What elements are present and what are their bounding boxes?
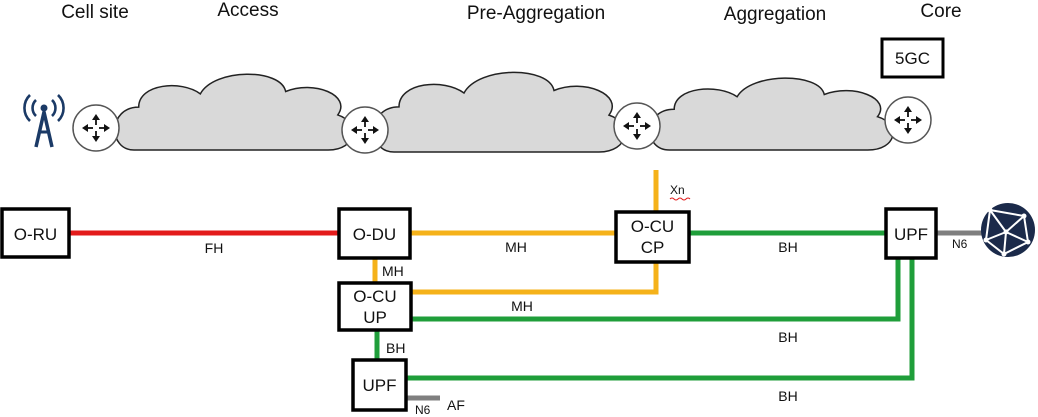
bh-edge-upf-label: BH: [778, 388, 797, 404]
o-du-box: O-DU: [337, 207, 412, 260]
o-cu-up-label-line1: O-CU: [353, 287, 396, 306]
mh-du-up-label: MH: [382, 263, 404, 279]
core-5gc-label: 5GC: [895, 49, 930, 68]
o-cu-cp-label-line1: O-CU: [631, 217, 674, 236]
routers: [72, 96, 932, 154]
internet-globe-icon: [981, 203, 1035, 257]
o-cu-cp-box: O-CU CP: [614, 210, 691, 264]
cell-tower-icon: [23, 94, 65, 148]
upf-core-box: UPF: [884, 207, 938, 260]
upf-edge-label: UPF: [363, 376, 397, 395]
router-icon-access: [341, 106, 389, 154]
segment-core-label: Core: [920, 1, 961, 22]
segment-aggregation-label: Aggregation: [724, 4, 826, 25]
backhaul-link-up-upf: [411, 258, 901, 322]
router-icon-core: [884, 96, 932, 144]
n6-edge-label: N6: [415, 403, 431, 417]
upf-edge-box: UPF: [351, 358, 408, 412]
bh-cp-upf-label: BH: [778, 239, 797, 255]
o-cu-up-box: O-CU UP: [337, 281, 413, 332]
o-cu-up-label-line2: UP: [363, 308, 387, 327]
midhaul-link-up-cp: [411, 262, 659, 295]
spellcheck-underline: [669, 197, 691, 201]
router-icon-pre-aggregation: [613, 102, 661, 150]
segment-cell-site-label: Cell site: [61, 2, 129, 23]
upf-core-label: UPF: [894, 225, 928, 244]
transport-clouds: [114, 71, 894, 153]
mh-du-cp-label: MH: [505, 239, 527, 255]
core-5gc-box: 5GC: [880, 37, 945, 79]
o-ru-label: O-RU: [14, 225, 57, 244]
n6-core-label: N6: [952, 237, 968, 251]
pre-aggregation-cloud: [373, 71, 626, 153]
links: [69, 170, 982, 401]
fh-label: FH: [205, 240, 224, 256]
o-du-label: O-DU: [353, 225, 396, 244]
bh-up-edge-label: BH: [386, 340, 405, 356]
segment-access-label: Access: [217, 0, 278, 21]
bh-up-upf-label: BH: [778, 329, 797, 345]
backhaul-link-edge-upf: [406, 258, 915, 381]
router-icon-cell-site: [72, 104, 120, 152]
af-label: AF: [447, 397, 465, 413]
aggregation-cloud: [649, 77, 894, 151]
mh-up-cp-label: MH: [511, 298, 533, 314]
access-cloud: [114, 73, 354, 151]
segment-pre-aggregation-label: Pre-Aggregation: [467, 3, 605, 24]
xn-label: Xn: [670, 183, 685, 197]
o-cu-cp-label-line2: CP: [641, 238, 665, 257]
o-ru-box: O-RU: [0, 207, 71, 259]
